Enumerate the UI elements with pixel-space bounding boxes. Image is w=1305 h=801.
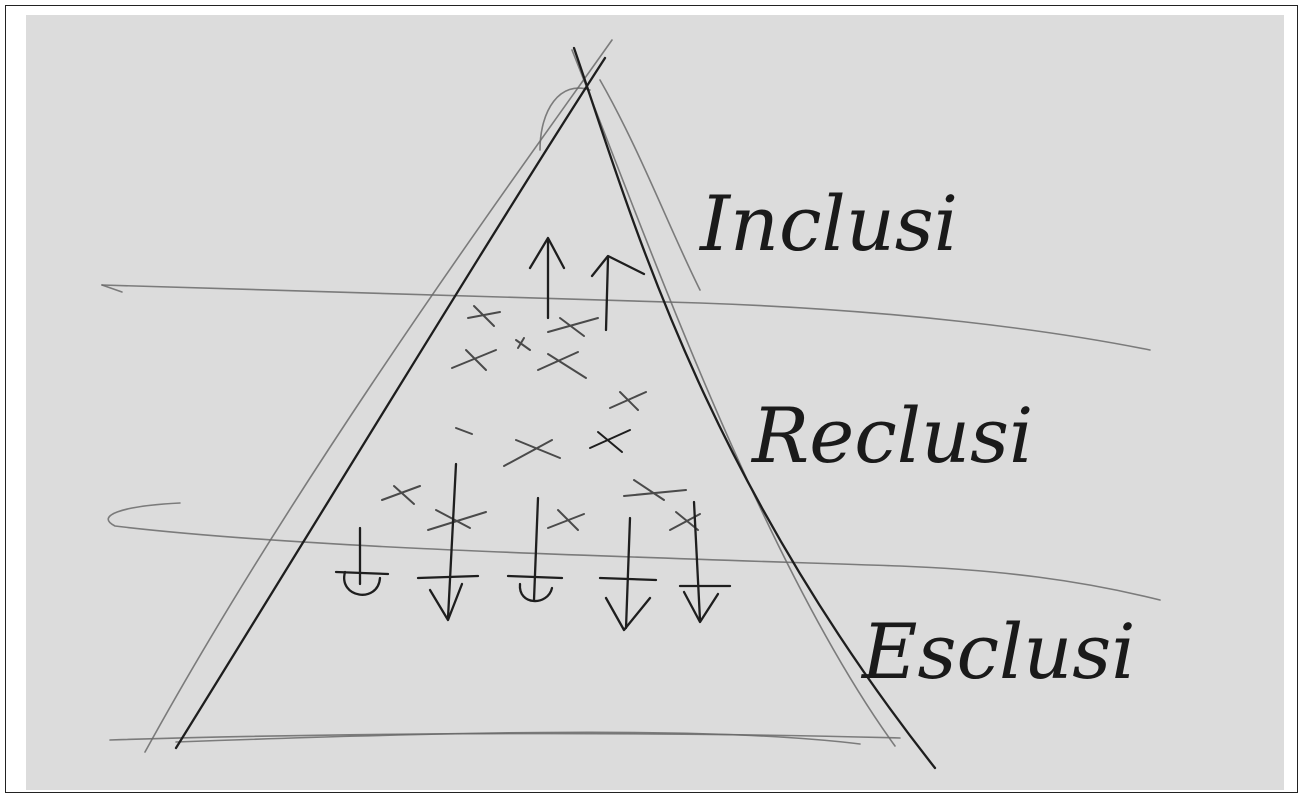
cross-mark-icon <box>467 305 501 327</box>
cross-mark-icon <box>547 317 599 337</box>
cross-mark-icon <box>451 349 497 371</box>
cross-mark-icon <box>609 391 647 411</box>
pyramid-left-edge-pencil <box>144 39 613 753</box>
arrow-down-icon <box>334 526 390 596</box>
arrow-up-icon <box>528 236 566 320</box>
cross-mark-icon <box>589 429 631 453</box>
pyramid-right-edge-ink <box>572 46 937 770</box>
arrow-down-icon <box>416 462 480 622</box>
cross-mark-icon <box>623 479 687 501</box>
cross-mark-icon <box>547 509 585 531</box>
arrow-down-icon <box>506 496 564 603</box>
sketch-paper <box>26 15 1284 790</box>
label-reclusi: Reclusi <box>750 391 1033 480</box>
pyramid-right-inner-pencil <box>599 79 701 291</box>
upper-divider-hook <box>101 284 123 293</box>
cross-mark-icon <box>515 337 531 351</box>
cross-mark-icon <box>381 485 421 505</box>
cross-mark-icon <box>537 351 587 379</box>
base-line-2 <box>175 731 861 745</box>
pyramid-top-curl <box>539 87 591 151</box>
pyramid-right-edge-pencil <box>571 49 896 747</box>
cross-mark-icon <box>427 509 487 531</box>
cross-mark-icon <box>503 439 561 467</box>
lower-divider-line <box>107 502 1161 601</box>
label-esclusi: Esclusi <box>860 607 1136 696</box>
pyramid-left-edge-ink <box>174 56 607 750</box>
label-inclusi: Inclusi <box>698 179 958 268</box>
arrow-down-icon <box>678 500 732 624</box>
arrow-down-icon <box>598 516 658 632</box>
cross-mark-icon <box>455 427 473 435</box>
upper-divider-line <box>101 284 1151 351</box>
image-frame <box>5 5 1298 793</box>
arrow-up-icon <box>590 254 646 332</box>
